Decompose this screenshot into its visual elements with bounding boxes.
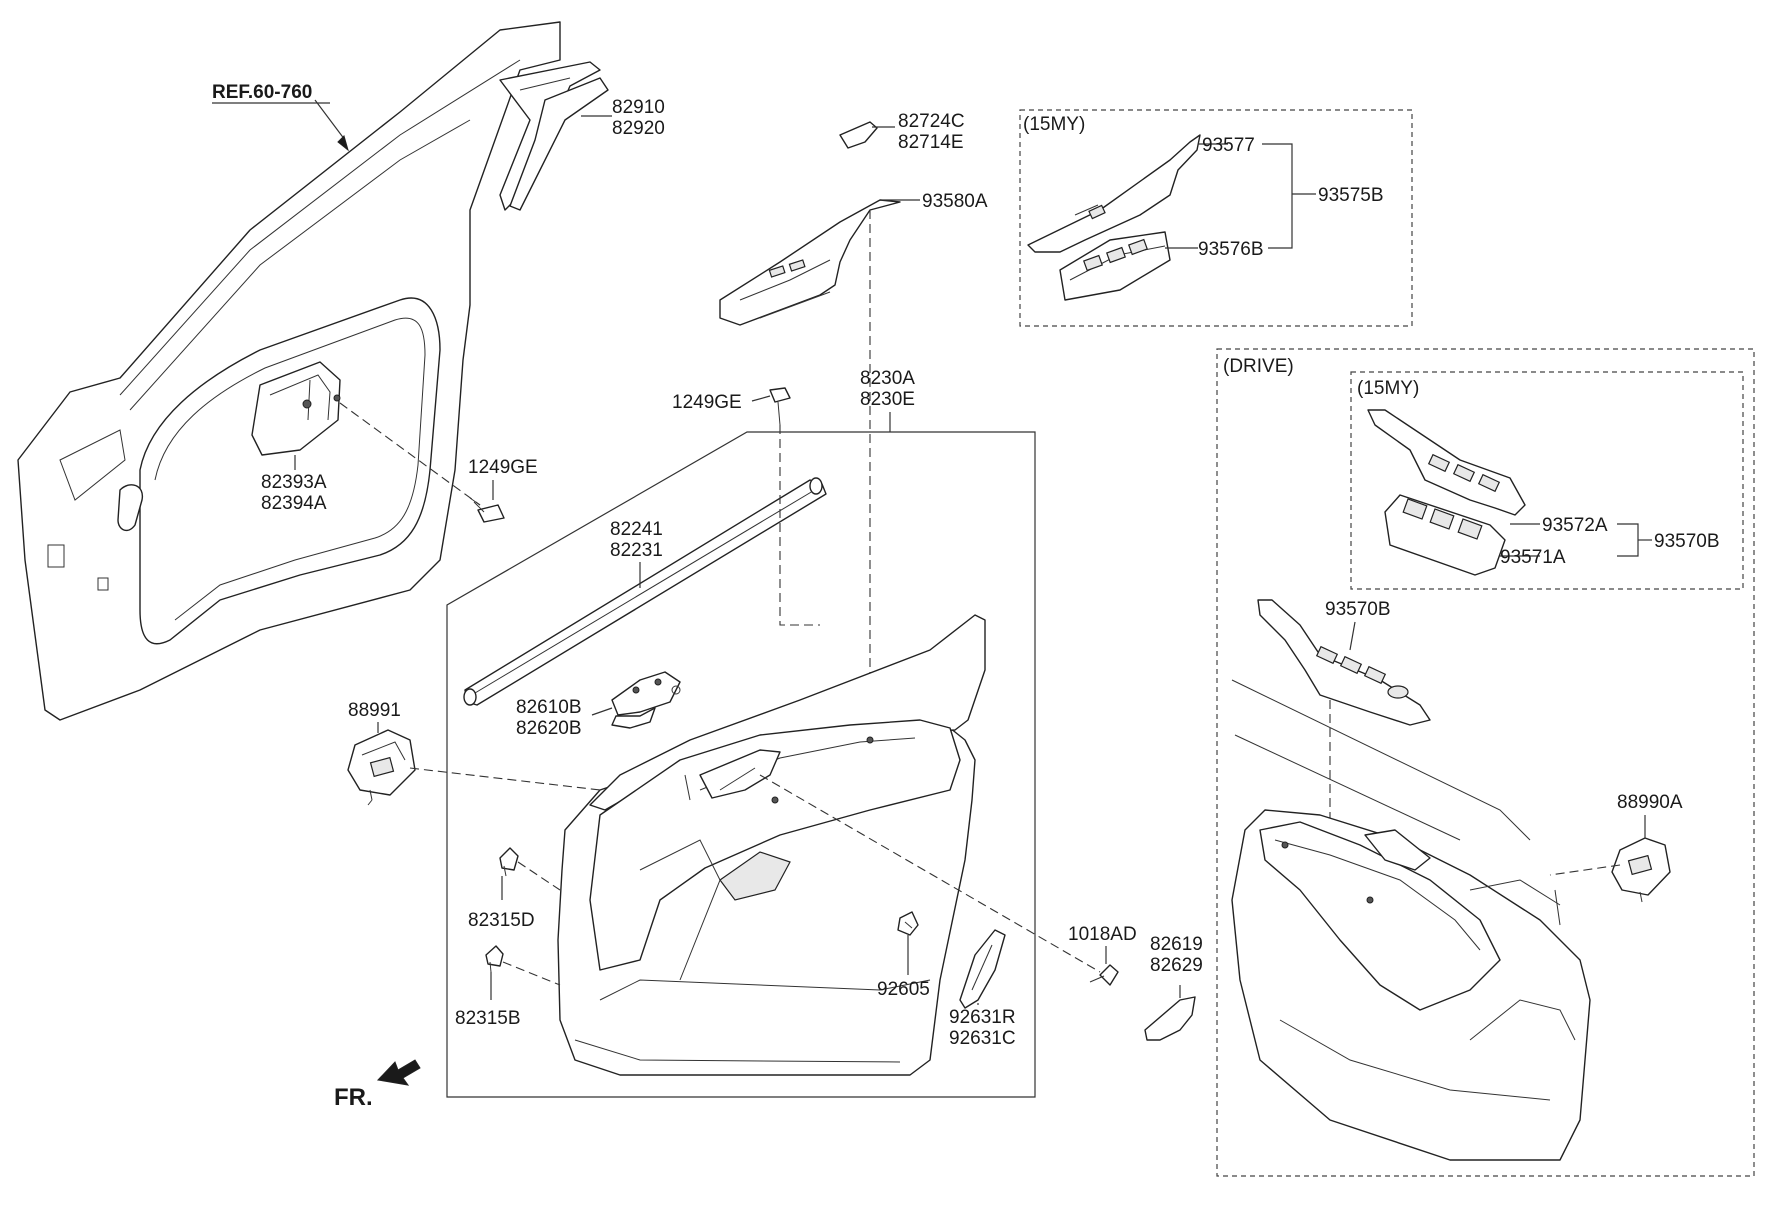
part-82315b: 82315B (455, 1008, 521, 1029)
part-93576b: 93576B (1198, 239, 1264, 260)
part-8230e: 8230E (860, 389, 915, 410)
variant-drive: (DRIVE) (1223, 356, 1294, 377)
box-15my-top (1019, 109, 1413, 327)
clip-82315b (485, 945, 561, 986)
part-93577: 93577 (1202, 135, 1255, 156)
screw-1249ge-upper (769, 387, 820, 626)
part-82610b: 82610B (516, 697, 582, 718)
part-82629: 82629 (1150, 955, 1203, 976)
part-92605: 92605 (877, 979, 930, 1000)
part-82393a: 82393A (261, 472, 327, 493)
part-82620b: 82620B (516, 718, 582, 739)
switch-panel-15my-drive (1367, 409, 1526, 576)
part-82714e: 82714E (898, 132, 964, 153)
front-label: FR. (334, 1084, 373, 1111)
door-trim-panel-drive (1231, 679, 1591, 1161)
part-1249ge-upper: 1249GE (672, 392, 742, 413)
part-82910: 82910 (612, 97, 665, 118)
screw-1249ge-lower (339, 402, 505, 523)
part-93575b: 93575B (1318, 185, 1384, 206)
part-82619: 82619 (1150, 934, 1203, 955)
cover-82619 (1144, 996, 1196, 1041)
part-82315d: 82315D (468, 910, 535, 931)
part-93570b-15my: 93570B (1654, 531, 1720, 552)
part-82231: 82231 (610, 540, 663, 561)
door-frame-assembly (17, 21, 609, 721)
part-82394a: 82394A (261, 493, 327, 514)
ref-label: REF.60-760 (212, 82, 312, 103)
part-82724c: 82724C (898, 111, 965, 132)
part-93572a: 93572A (1542, 515, 1608, 536)
part-1249ge-lower: 1249GE (468, 457, 538, 478)
door-trim-panel (557, 614, 986, 1076)
clip-92605 (897, 911, 919, 936)
variant-15my-top: (15MY) (1023, 114, 1085, 135)
switch-panel-drive (1257, 599, 1431, 900)
mirror-switch-88990a (1549, 837, 1671, 903)
part-82920: 82920 (612, 118, 665, 139)
weatherstrip-82241 (463, 477, 827, 706)
clip-82315d (499, 847, 561, 891)
main-panel-bracket (446, 431, 1036, 1098)
part-93570b-drive: 93570B (1325, 599, 1391, 620)
trim-cap-82724c (839, 121, 878, 149)
part-1018ad: 1018AD (1068, 924, 1137, 945)
power-window-switch-93580a (719, 199, 901, 780)
part-93571a: 93571A (1500, 547, 1566, 568)
part-92631c: 92631C (949, 1028, 1016, 1049)
cover-92631r (959, 929, 1006, 1009)
labels: REF.60-760 FR. (15MY) (DRIVE) (15MY) 829… (212, 82, 1720, 1111)
box-15my-drive (1350, 371, 1744, 590)
switch-panel-15my-top (1027, 134, 1201, 301)
inside-handle-82610b (611, 671, 681, 729)
box-drive (1216, 348, 1755, 1177)
part-92631r: 92631R (949, 1007, 1016, 1028)
mirror-switch-88991 (347, 729, 601, 806)
screw-1018ad (759, 774, 1119, 986)
variant-15my-drive: (15MY) (1357, 378, 1419, 399)
part-88991: 88991 (348, 700, 401, 721)
part-8230a: 8230A (860, 368, 915, 389)
part-82241: 82241 (610, 519, 663, 540)
part-93580a: 93580A (922, 191, 988, 212)
leader-lines (212, 99, 1652, 1005)
door-module-82393a (251, 361, 341, 456)
part-88990a: 88990A (1617, 792, 1683, 813)
front-arrow-icon (376, 1059, 421, 1086)
